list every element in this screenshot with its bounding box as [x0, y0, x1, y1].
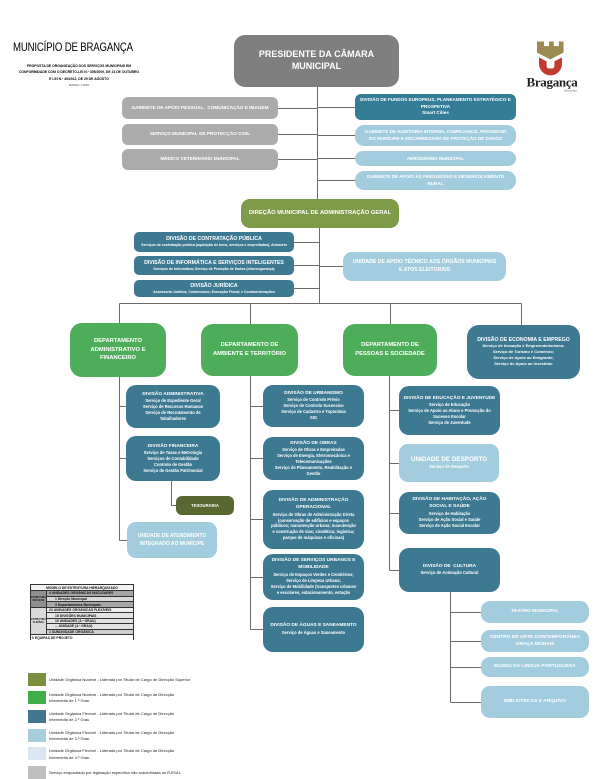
svg-text:Município: Município — [564, 89, 577, 93]
svg-text:Bragança: Bragança — [526, 75, 578, 90]
